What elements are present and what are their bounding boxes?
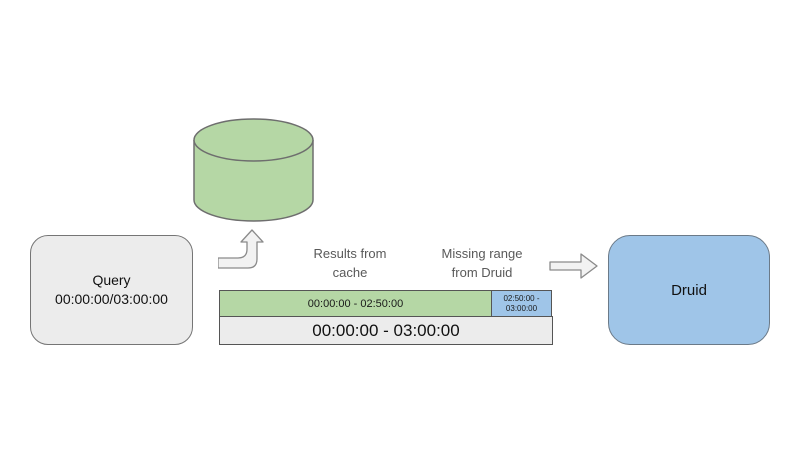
cached-range-segment: 00:00:00 - 02:50:00 <box>219 290 492 317</box>
curved-arrow-shape <box>218 229 264 269</box>
full-query-range-bar: 00:00:00 - 03:00:00 <box>219 316 553 345</box>
query-range: 00:00:00/03:00:00 <box>55 291 168 307</box>
cylinder-body <box>193 140 314 222</box>
right-arrow-shape <box>549 253 598 279</box>
curved-up-arrow-icon <box>218 229 264 269</box>
missing-range-segment: 02:50:00 - 03:00:00 <box>491 290 552 317</box>
cache-cylinder-icon <box>193 118 314 222</box>
results-from-cache-label: Results from cache <box>313 246 387 280</box>
druid-node: Druid <box>608 235 770 345</box>
query-title: Query <box>92 272 131 289</box>
right-arrow-icon <box>549 253 598 279</box>
query-node: Query 00:00:00/03:00:00 <box>30 235 193 345</box>
cylinder-top <box>193 118 314 162</box>
timeline-segments-row: 00:00:00 - 02:50:00 02:50:00 - 03:00:00 <box>219 290 553 317</box>
missing-range-from-druid-label: Missing range from Druid <box>441 246 523 280</box>
